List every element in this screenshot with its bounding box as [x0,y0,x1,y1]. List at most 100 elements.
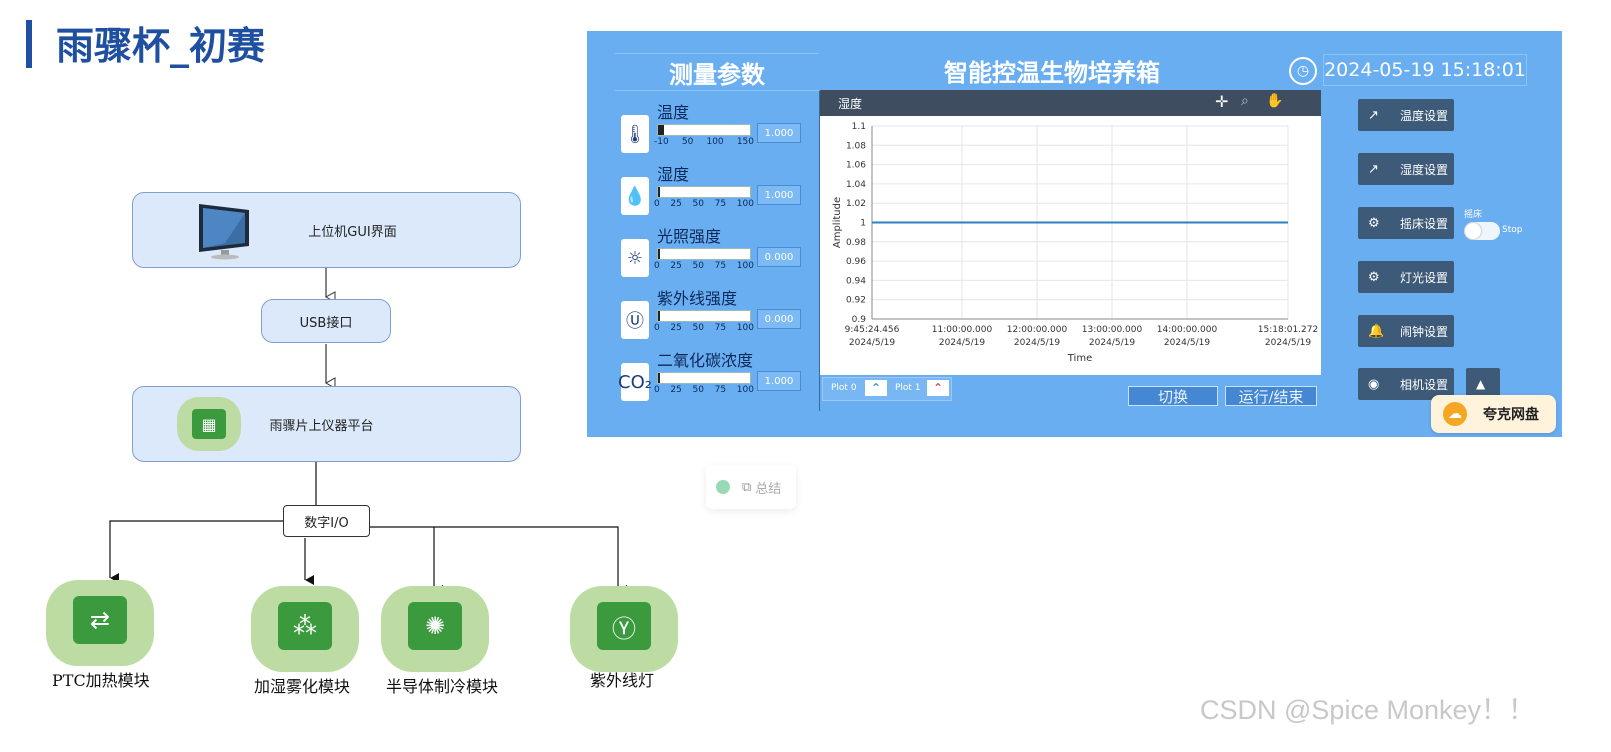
slider-tick-label: -10 [654,137,669,147]
shaker-toggle[interactable] [1464,222,1500,240]
plot0-label: Plot 0 [831,383,857,393]
diagram-connectors [109,268,627,595]
sensor-slider[interactable] [657,310,751,322]
bell-icon: 🔔 [1368,323,1385,339]
summary-dot-icon [716,480,730,494]
y-axis-label: Amplitude [832,197,843,248]
slider-tick-label: 0 [654,261,660,271]
book-icon: ⧉ [742,479,752,495]
alarm-settings-button[interactable]: 🔔闹钟设置 [1358,315,1454,347]
trend-icon: ↗ [1368,107,1379,123]
plot-legend: Plot 0 ⌃ Plot 1 ⌃ [822,377,952,401]
humidity-icon: 💧 [621,177,649,215]
quark-drive-badge[interactable]: ☁ 夸克网盘 [1431,395,1556,433]
x-tick-date: 2024/5/19 [939,338,985,348]
y-tick-label: 1.1 [852,122,866,132]
slider-tick-label: 0 [654,199,660,209]
uv-lamp-icon: Ⓨ [597,602,651,650]
y-tick-label: 0.9 [852,315,867,325]
uv-lamp-module: Ⓨ [570,586,678,672]
slider-tick-label: 50 [692,261,704,271]
plot1-line-icon[interactable]: ⌃ [927,380,949,396]
heater-icon: ⇄ [73,596,127,644]
sensor-panel [615,91,820,411]
slider-tick-label: 100 [706,137,724,147]
summary-chip[interactable]: ⧉ 总结 [706,465,796,509]
datetime-display: 2024-05-19 15:18:01 [1323,54,1527,86]
y-tick-label: 1.06 [846,161,866,171]
sensor-value: 1.000 [757,123,801,143]
y-tick-label: 1.02 [846,199,866,209]
shaker-toggle-label: 摇床 [1464,210,1483,220]
slider-tick-label: 0 [654,323,660,333]
x-tick-time: 11:00:00.000 [932,325,993,335]
plot0-line-icon[interactable]: ⌃ [865,380,887,396]
sensor-value: 0.000 [757,309,801,329]
slider-tick-label: 75 [714,199,727,209]
humidity-settings-button[interactable]: ↗湿度设置 [1358,153,1454,185]
co2-icon: CO₂ [618,363,652,401]
crosshair-icon[interactable]: ✛ [1215,92,1229,111]
slider-tick-label: 25 [670,323,682,333]
x-tick-date: 2024/5/19 [1014,338,1060,348]
y-tick-label: 1.08 [846,141,866,151]
y-tick-label: 0.98 [846,238,866,248]
shaker-settings-button[interactable]: ⚙摇床设置 [1358,207,1454,239]
sensor-label: 光照强度 [657,227,722,246]
x-tick-date: 2024/5/19 [1164,338,1210,348]
pan-hand-icon[interactable]: ✋ [1266,93,1284,109]
sensor-slider[interactable] [657,372,751,384]
slider-tick-label: 100 [736,385,754,395]
quark-label: 夸克网盘 [1483,407,1539,423]
temp-settings-button[interactable]: ↗温度设置 [1358,99,1454,131]
slider-tick-label: 25 [670,199,682,209]
camera-settings-button[interactable]: ◉相机设置 [1358,368,1454,400]
x-tick-time: 13:00:00.000 [1082,325,1143,335]
sensor-slider[interactable] [657,248,751,260]
y-tick-label: 0.96 [846,257,866,267]
warning-button[interactable]: ▲ [1466,368,1500,400]
slider-tick-label: 50 [692,385,704,395]
gui-box: 上位机GUI界面 [132,192,521,268]
chart-toolbar: 湿度 ✛ ⌕ ✋ [820,90,1321,116]
ptc-module-label: PTC加热模块 [52,671,150,690]
sensor-label: 湿度 [657,165,690,184]
platform-icon-frame: ▦ [177,397,241,451]
instrument-icon: ▦ [192,409,226,439]
sensor-value: 1.000 [757,371,801,391]
title-accent-bar [26,20,32,68]
sensor-slider[interactable] [657,186,751,198]
cooler-module: ✺ [381,586,489,672]
switch-button[interactable]: 切换 [1128,386,1218,406]
arrow-io-uv [370,526,627,595]
x-tick-time: 9:45:24.456 [845,325,900,335]
slider-tick-label: 100 [736,199,754,209]
sensor-label: 二氧化碳浓度 [657,351,754,370]
zoom-icon[interactable]: ⌕ [1241,93,1249,109]
sensor-slider[interactable] [657,124,751,136]
slider-tick-label: 25 [670,385,682,395]
humidifier-icon: ⁂ [278,602,332,650]
slide-title: 雨骤杯_初赛 [56,24,266,68]
measure-params-header: 测量参数 [669,61,765,89]
usb-box: USB接口 [261,299,391,343]
slider-tick-label: 100 [736,261,754,271]
plot1-label: Plot 1 [895,383,921,393]
trend-icon: ↗ [1368,161,1379,177]
cooler-icon: ✺ [408,602,462,650]
platform-box: ▦ 雨骤片上仪器平台 [132,386,521,462]
incubator-app-window: 测量参数 智能控温生物培养箱 ◷ 2024-05-19 15:18:01 湿度 … [587,31,1562,437]
gear-icon: ⚙ [1368,269,1380,285]
slider-tick-label: 100 [736,323,754,333]
light-settings-button[interactable]: ⚙灯光设置 [1358,261,1454,293]
slider-tick-label: 75 [714,323,727,333]
monitor-icon [199,204,249,260]
run-end-button[interactable]: 运行/结束 [1225,386,1317,406]
ptc-module: ⇄ [46,580,154,666]
